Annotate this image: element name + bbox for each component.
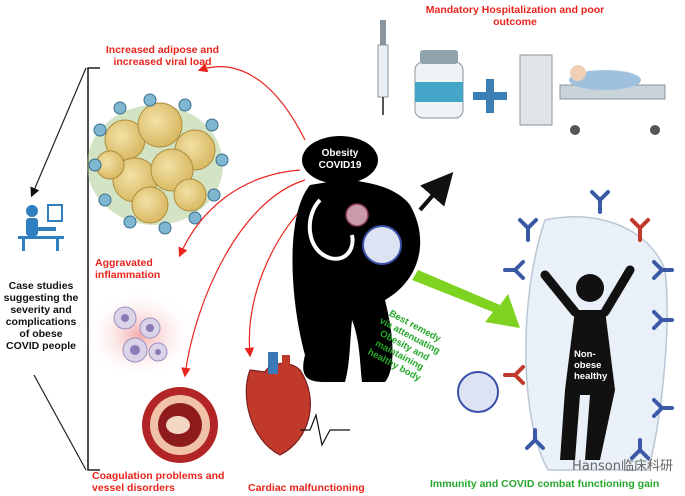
adipose-tissue-illustration	[87, 93, 229, 235]
plus-icon	[473, 79, 507, 113]
virus-outside	[457, 371, 499, 413]
healthy-person-silhouette	[540, 265, 635, 460]
virus-large	[362, 225, 402, 265]
antibody-icons	[503, 190, 674, 460]
virus-small	[345, 203, 369, 227]
syringe-icon	[377, 20, 389, 115]
case-studies-label: Case studies suggesting the severity and…	[3, 280, 79, 353]
obesity-arm-outline	[307, 198, 355, 261]
watermark: Hanson临床科研	[572, 459, 673, 474]
blood-vessel-illustration	[142, 387, 218, 463]
person-computer-icon	[18, 204, 64, 251]
nonobese-line3: healthy	[574, 370, 608, 382]
inflammation-label: Aggravated inflammation	[95, 257, 161, 282]
vial-icon	[414, 50, 464, 119]
adipose-label: Increased adipose and increased viral lo…	[105, 44, 220, 69]
cardiac-label: Cardiac malfunctioning	[248, 482, 365, 494]
hospitalization-label: Mandatory Hospitalization and poor outco…	[425, 4, 605, 29]
inflammation-cells-illustration	[85, 290, 195, 380]
green-arrow	[412, 270, 520, 328]
nonobese-label: Non- obese healthy	[574, 349, 620, 383]
black-arrow	[418, 171, 454, 212]
left-bracket	[30, 67, 100, 471]
obesity-line2: COVID19	[318, 159, 362, 171]
obesity-line1: Obesity	[321, 148, 359, 159]
hospital-bed-illustration	[519, 54, 666, 135]
heart-illustration	[245, 352, 350, 456]
nonobese-line1: Non-	[574, 349, 596, 360]
obesity-label: Obesity COVID19	[308, 148, 372, 171]
coagulation-label: Coagulation problems and vessel disorder…	[92, 470, 225, 495]
red-arrows	[178, 63, 311, 378]
nonobese-line2: obese	[574, 359, 602, 371]
immunity-label: Immunity and COVID combat functioning ga…	[430, 478, 660, 490]
